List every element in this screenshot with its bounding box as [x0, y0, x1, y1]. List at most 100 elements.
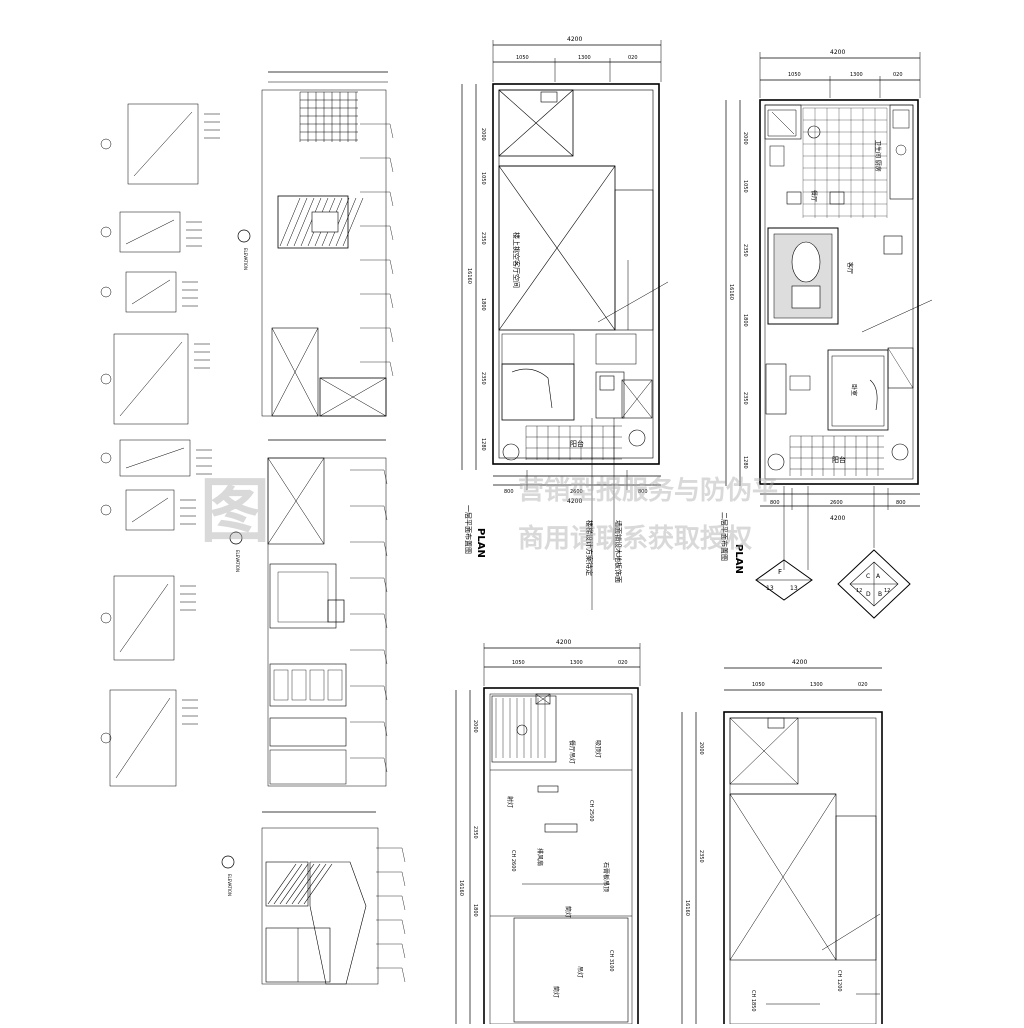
dim-bottom-2b: 2600	[830, 500, 843, 506]
detail-box	[113, 333, 189, 425]
leader-tick	[383, 721, 388, 737]
dim-overall-1: 4200	[567, 36, 582, 43]
detail-line	[125, 447, 185, 469]
leader-tick	[383, 613, 388, 629]
section-marker-right: C A 12 B D 12	[837, 549, 911, 619]
marker-right-12b: 12	[884, 588, 890, 594]
dim-overall-4: 4200	[792, 659, 807, 666]
ch-label-1: CH 2500	[588, 800, 594, 822]
floor-grid-2	[802, 107, 888, 218]
hatch	[286, 197, 308, 247]
light-label-a: 吸顶灯	[594, 740, 602, 758]
plan-caption-1: 一层平面布置图	[464, 505, 473, 554]
dim-v-6: 2350	[480, 372, 486, 385]
detail-callout	[100, 452, 112, 464]
marker-left-b: 13	[766, 585, 774, 592]
leader-tick	[401, 943, 406, 959]
detail-callout	[100, 138, 112, 150]
leader-tick	[383, 685, 388, 701]
dim-seg-2a: 1050	[788, 72, 801, 78]
detail-box	[127, 103, 199, 185]
dim-seg-1b: 1300	[578, 55, 591, 61]
leader-tick	[383, 505, 388, 521]
dim-seg-1a: 1050	[516, 55, 529, 61]
dim-v-5: 1800	[480, 298, 486, 311]
leader-tick	[401, 919, 406, 935]
dim-seg-4b: 1300	[810, 682, 823, 688]
marker-right-12a: 12	[856, 588, 862, 594]
hatch	[279, 197, 301, 247]
dim-v-3: 2350	[480, 232, 486, 245]
shelf	[309, 669, 325, 701]
label-balcony-2: 阳台	[832, 455, 846, 464]
hatch	[342, 197, 364, 247]
leader-tick	[401, 871, 406, 887]
marker-right-a: A	[876, 573, 881, 580]
ch-label-3: CH 3100	[608, 950, 614, 972]
light-label-b: 餐厅吊灯	[568, 740, 576, 764]
leader-tick	[383, 541, 388, 557]
dim-seg-2c: 020	[893, 72, 903, 78]
leader-tick	[389, 225, 394, 241]
dim-seg-1c: 020	[628, 55, 638, 61]
ch-label-4: CH 1850	[750, 990, 756, 1012]
dim-overall-3: 4200	[556, 639, 571, 646]
dim-seg-2b: 1300	[850, 72, 863, 78]
leader-tick	[383, 649, 388, 665]
detail-box	[125, 271, 177, 313]
dim-v-4-2: 2350	[698, 850, 704, 863]
shelf	[273, 669, 289, 701]
label-balcony-1: 阳台	[570, 439, 584, 448]
light-label-e: 石膏板吊顶	[602, 862, 610, 892]
ch-label-5: CH 1200	[836, 970, 842, 992]
dim-seg-4c: 020	[858, 682, 868, 688]
detail-callout	[100, 286, 112, 298]
dim-v-2-3: 2350	[742, 244, 748, 257]
plan-ground-floor: 4200 1050 1300 020 2000 1050 2350 16160 …	[461, 36, 669, 610]
hatch	[279, 863, 309, 905]
marker-left-a: F	[778, 568, 782, 576]
dim-v-3-3: 16160	[458, 880, 464, 896]
hatch	[293, 197, 315, 247]
dim-seg-3b: 1300	[570, 660, 583, 666]
dim-overall-1b: 4200	[567, 498, 582, 505]
detail-callout	[100, 373, 112, 385]
dim-bottom-1c: 800	[638, 489, 648, 495]
dim-bottom-1b: 2600	[570, 489, 583, 495]
note-stairs: 楼梯设计方案待定	[585, 520, 594, 576]
dim-v-2: 1050	[480, 172, 486, 185]
dim-overall-2b: 4200	[830, 515, 845, 522]
shelf	[327, 669, 343, 701]
dim-bottom-2a: 800	[770, 500, 780, 506]
dim-seg-4a: 1050	[752, 682, 765, 688]
marker-right-c: C	[866, 573, 870, 580]
plan-title-2: PLAN	[733, 544, 744, 574]
hatch	[328, 197, 350, 247]
elevation-group-b: ELEVATION	[229, 439, 388, 787]
leader-tick	[389, 361, 394, 377]
marker-right-d: D	[866, 591, 871, 598]
leader-tick	[389, 123, 394, 139]
hatch	[273, 863, 303, 905]
marker-left-c: 13	[790, 585, 798, 592]
dim-bottom-1a: 800	[504, 489, 514, 495]
dim-seg-3a: 1050	[512, 660, 525, 666]
plan-upper-floor: 4200 1050 1300 020 2000 1050 2350 16160 …	[720, 49, 933, 619]
note-wall: 墙面铺设木地板饰面	[614, 520, 623, 583]
hatch	[303, 863, 333, 905]
ch-label-2: CH 2600	[510, 850, 516, 872]
dim-seg-3c: 020	[618, 660, 628, 666]
detail-column	[100, 103, 220, 787]
dim-v-3-1: 2000	[472, 720, 478, 733]
elevation-label-a: ELEVATION	[243, 248, 248, 270]
detail-line	[131, 497, 169, 523]
section-marker-left: F 13 13	[755, 559, 813, 601]
detail-line	[131, 279, 171, 305]
dim-v-4: 16160	[466, 268, 472, 284]
leader-tick	[383, 469, 388, 485]
detail-callout	[100, 732, 112, 744]
detail-line	[133, 111, 193, 177]
dim-bottom-2c: 800	[896, 500, 906, 506]
